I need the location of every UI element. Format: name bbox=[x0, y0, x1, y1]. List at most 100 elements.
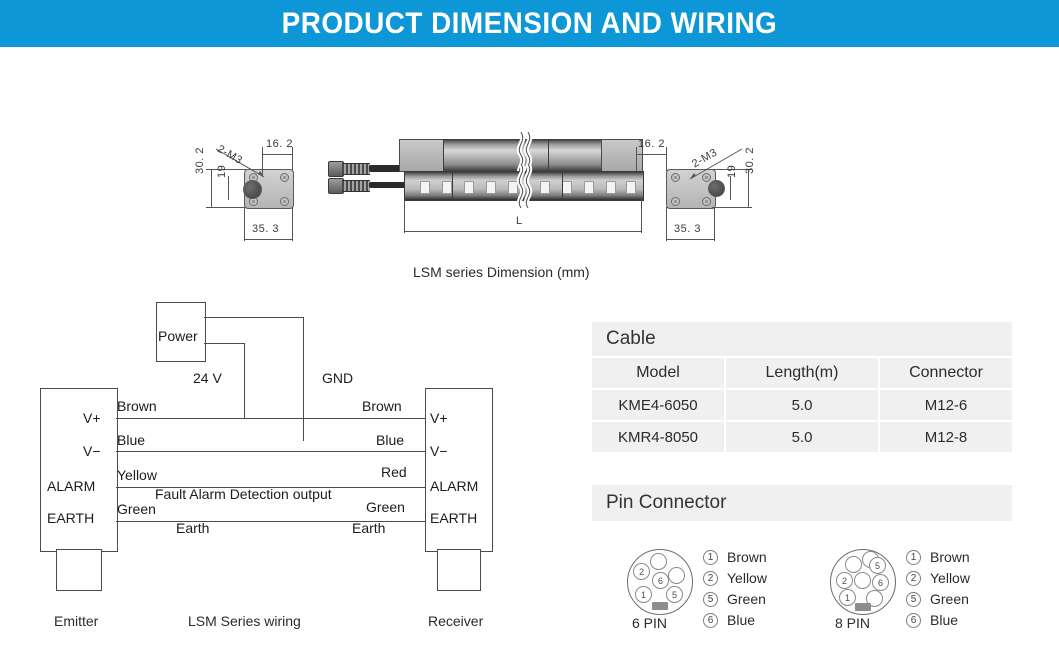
wiring-caption: LSM Series wiring bbox=[188, 613, 301, 629]
legend-num: 1 bbox=[703, 549, 718, 565]
break-symbol-front bbox=[512, 162, 534, 210]
dimension-caption: LSM series Dimension (mm) bbox=[413, 264, 590, 280]
wire-label-emitter-blue: Blue bbox=[117, 432, 146, 448]
emitter-box bbox=[40, 388, 118, 552]
receiver-stem bbox=[437, 549, 481, 591]
pin-hole-center bbox=[854, 572, 871, 589]
pin-hole-unlabeled bbox=[845, 556, 862, 573]
dim-line-353-right bbox=[666, 239, 714, 240]
screw-hole bbox=[280, 197, 289, 206]
power-supply-box bbox=[156, 302, 206, 362]
lens-window bbox=[420, 181, 430, 194]
legend-num: 6 bbox=[703, 612, 718, 628]
dim-line-19-right bbox=[730, 176, 731, 200]
dim-label-162-left: 16. 2 bbox=[266, 138, 293, 150]
ext-line-302-left-bot bbox=[206, 207, 246, 208]
power-label: Power bbox=[158, 328, 198, 344]
connector-port-left bbox=[243, 180, 262, 199]
legend-num: 1 bbox=[906, 549, 921, 565]
lens-window bbox=[442, 181, 452, 194]
pin-legend-row: 5 Green bbox=[906, 591, 969, 607]
pin-legend-row: 5 Green bbox=[703, 591, 766, 607]
dim-label-162-right: 16. 2 bbox=[638, 138, 665, 150]
pin-keyway-6 bbox=[652, 602, 668, 610]
legend-num: 2 bbox=[906, 570, 921, 586]
ext-line-162-right-b bbox=[666, 147, 667, 171]
legend-color: Blue bbox=[727, 612, 756, 628]
earth-label-right: Earth bbox=[352, 520, 386, 536]
legend-num: 5 bbox=[906, 591, 921, 607]
dimension-drawing: L 2-M3 16. 2 30. 2 19 35. 3 bbox=[0, 47, 1059, 290]
bar-seam bbox=[562, 171, 563, 199]
screw-hole bbox=[702, 173, 711, 182]
ext-line-353-right-a bbox=[666, 207, 667, 241]
emitter-terminal-earth: EARTH bbox=[47, 510, 95, 526]
power-lead-gnd-v bbox=[303, 317, 304, 441]
pin-legend-row: 6 Blue bbox=[906, 612, 958, 628]
pin-legend-row: 6 Blue bbox=[703, 612, 755, 628]
m12-grip-top bbox=[342, 163, 370, 175]
screw-hole bbox=[671, 197, 680, 206]
lens-window bbox=[626, 181, 636, 194]
cable-cell-connector: M12-8 bbox=[880, 422, 1012, 452]
legend-num: 5 bbox=[703, 591, 718, 607]
legend-color: Yellow bbox=[930, 570, 970, 586]
wiring-diagram: Power 24 V GND V+ V− ALARM EARTH V+ V− A… bbox=[40, 302, 493, 629]
pin-legend-row: 2 Yellow bbox=[906, 570, 970, 586]
power-lead-24v-v bbox=[244, 343, 245, 418]
emitter-terminal-vplus: V+ bbox=[83, 410, 101, 426]
ext-line-302-right-bot bbox=[712, 207, 752, 208]
screw-hole bbox=[671, 173, 680, 182]
pin-hole-6: 6 bbox=[652, 572, 669, 589]
power-lead-gnd-h bbox=[204, 317, 304, 318]
emitter-terminal-alarm: ALARM bbox=[47, 478, 96, 494]
ext-line-162-right-a bbox=[636, 147, 637, 171]
dim-line-162-left bbox=[262, 154, 292, 155]
wire-label-receiver-green: Green bbox=[366, 499, 405, 515]
pin-hole-1: 1 bbox=[635, 586, 652, 603]
page-title: PRODUCT DIMENSION AND WIRING bbox=[281, 6, 778, 40]
pin-hole-1: 1 bbox=[839, 589, 856, 606]
ext-line-L-left bbox=[404, 199, 405, 233]
ext-line-162-left-b bbox=[292, 147, 293, 171]
emitter-stem bbox=[56, 549, 102, 591]
receiver-terminal-vplus: V+ bbox=[430, 410, 448, 426]
pin-connector-title: Pin Connector bbox=[592, 485, 1012, 521]
dim-line-162-right bbox=[636, 154, 666, 155]
cable-cell-length: 5.0 bbox=[726, 422, 878, 452]
pin-legend-row: 1 Brown bbox=[703, 549, 767, 565]
legend-color: Green bbox=[930, 591, 969, 607]
pin-hole-2: 2 bbox=[836, 572, 853, 589]
cable-title: Cable bbox=[592, 322, 1012, 356]
legend-color: Yellow bbox=[727, 570, 767, 586]
break-symbol-top bbox=[512, 130, 534, 180]
cable-cell-connector: M12-6 bbox=[880, 390, 1012, 420]
bar-body-left-top bbox=[443, 139, 552, 172]
cable-front bbox=[369, 182, 414, 188]
wire-label-receiver-red: Red bbox=[381, 464, 407, 480]
earth-label-left: Earth bbox=[176, 520, 210, 536]
wire-label-emitter-yellow: Yellow bbox=[117, 467, 157, 483]
receiver-terminal-alarm: ALARM bbox=[430, 478, 479, 494]
legend-color: Green bbox=[727, 591, 766, 607]
emitter-caption: Emitter bbox=[54, 613, 99, 629]
lens-window bbox=[584, 181, 594, 194]
legend-color: Blue bbox=[930, 612, 959, 628]
m12-grip-front bbox=[342, 180, 370, 192]
screw-hole bbox=[280, 173, 289, 182]
screw-hole bbox=[702, 197, 711, 206]
lens-window bbox=[540, 181, 550, 194]
ext-line-353-left-b bbox=[292, 207, 293, 241]
cable-cell-model: KMR4-8050 bbox=[592, 422, 724, 452]
pin-hole-2: 2 bbox=[633, 563, 650, 580]
leader-2m3-left bbox=[215, 148, 265, 178]
pin-legend-row: 2 Yellow bbox=[703, 570, 767, 586]
cable-col-length: Length(m) bbox=[726, 358, 878, 388]
lens-window bbox=[606, 181, 616, 194]
dim-line-L bbox=[404, 231, 642, 232]
ext-line-302-left-top bbox=[206, 169, 246, 170]
receiver-caption: Receiver bbox=[428, 613, 484, 629]
receiver-box bbox=[425, 388, 493, 552]
